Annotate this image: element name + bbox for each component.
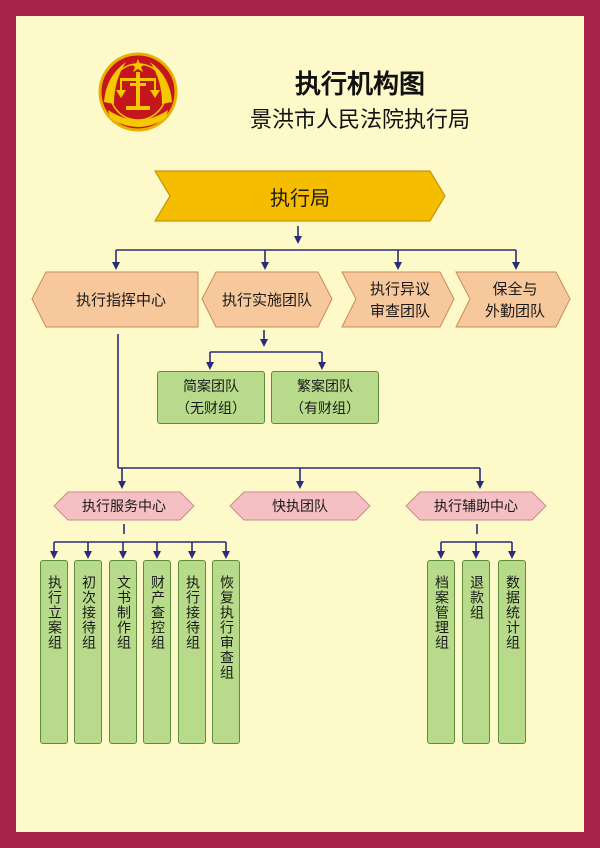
implementation-team-node: 执行实施团队	[221, 291, 312, 309]
objection-team-node: 执行异议 审查团队	[354, 272, 446, 327]
service-group-label: 执行接待组	[184, 575, 200, 650]
page-title: 执行机构图	[294, 70, 425, 100]
court-emblem-icon	[98, 52, 178, 132]
aux-group-label: 退款组	[468, 575, 484, 620]
aux-group-column: 数据统计组	[498, 560, 526, 744]
simple-case-team-line1: 简案团队	[183, 378, 239, 395]
root-node-shape	[154, 170, 446, 222]
service-group-label: 执行立案组	[46, 575, 62, 650]
objection-team-line1: 执行异议	[369, 279, 430, 298]
service-center-node: 执行服务中心	[82, 499, 166, 515]
fast-team-node: 快执团队	[272, 499, 328, 515]
service-group-label: 财产查控组	[149, 575, 165, 650]
service-group-column: 初次接待组	[74, 560, 102, 744]
complex-case-team-line2: （有财组）	[290, 400, 360, 417]
service-group-column: 财产查控组	[143, 560, 171, 744]
aux-group-label: 数据统计组	[504, 575, 520, 650]
service-group-label: 初次接待组	[80, 575, 96, 650]
service-group-column: 执行立案组	[40, 560, 68, 744]
page-subtitle: 景洪市人民法院执行局	[249, 108, 470, 133]
objection-team-line2: 审查团队	[369, 301, 430, 320]
command-center-node: 执行指挥中心	[75, 291, 166, 309]
preservation-team-node: 保全与 外勤团队	[468, 272, 562, 327]
objection-team-shape	[341, 271, 455, 328]
aux-group-label: 档案管理组	[433, 575, 449, 650]
service-group-column: 恢复执行审查组	[212, 560, 240, 744]
aux-group-column: 档案管理组	[427, 560, 455, 744]
service-group-column: 文书制作组	[109, 560, 137, 744]
service-center-shape	[53, 491, 195, 521]
implementation-team-shape	[201, 271, 333, 328]
preservation-team-line2: 外勤团队	[484, 301, 545, 320]
service-group-label: 恢复执行审查组	[218, 575, 234, 680]
aux-center-node: 执行辅助中心	[434, 499, 518, 515]
aux-group-column: 退款组	[462, 560, 490, 744]
fast-team-shape	[229, 491, 371, 521]
command-center-shape	[31, 271, 199, 328]
root-node: 执行局	[270, 185, 330, 210]
complex-case-team-line1: 繁案团队	[297, 378, 353, 395]
simple-case-team-node: 简案团队 （无财组）	[157, 371, 265, 424]
preservation-team-line1: 保全与	[492, 279, 538, 298]
service-group-label: 文书制作组	[115, 575, 131, 650]
simple-case-team-line2: （无财组）	[176, 400, 246, 417]
aux-center-shape	[405, 491, 547, 521]
preservation-team-shape	[455, 271, 571, 328]
service-group-column: 执行接待组	[178, 560, 206, 744]
complex-case-team-node: 繁案团队 （有财组）	[271, 371, 379, 424]
